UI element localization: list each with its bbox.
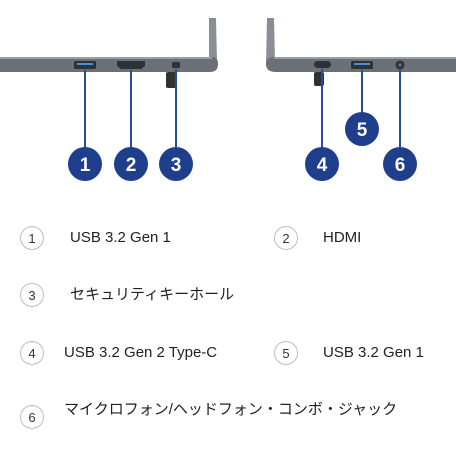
port-diagram: 1 2 3 4 5 6 <box>0 18 456 181</box>
left-foot <box>166 72 176 88</box>
right-base-highlight <box>274 57 456 59</box>
marker-3: 3 <box>159 147 193 181</box>
audio-jack-inner <box>398 63 402 67</box>
legend-item: 1 USB 3.2 Gen 1 <box>20 223 171 253</box>
security-slot <box>172 62 180 68</box>
marker-6: 6 <box>383 147 417 181</box>
legend-label: USB 3.2 Gen 1 <box>70 229 171 246</box>
legend-item: 5 USB 3.2 Gen 1 <box>274 338 424 368</box>
marker-2-label: 2 <box>126 155 137 176</box>
marker-5-label: 5 <box>357 120 368 141</box>
marker-1-label: 1 <box>80 155 91 176</box>
legend-item: 6 マイクロフォン/ヘッドフォン・コンボ・ジャック <box>20 399 444 429</box>
legend-item: 2 HDMI <box>274 223 361 253</box>
leader-lines <box>84 69 401 148</box>
marker-4: 4 <box>305 147 339 181</box>
legend-number: 6 <box>20 405 44 429</box>
legend-item: 4 USB 3.2 Gen 2 Type-C <box>20 338 217 368</box>
legend-number: 3 <box>20 283 44 307</box>
usb-a-port-right-tongue <box>354 63 370 65</box>
laptop-left-side <box>0 18 218 88</box>
legend-label: USB 3.2 Gen 2 Type-C <box>64 344 218 361</box>
legend-label: HDMI <box>323 229 362 246</box>
laptop-right-side <box>266 18 456 86</box>
left-base-highlight <box>0 57 212 59</box>
marker-2: 2 <box>114 147 148 181</box>
legend-item: 3 セキュリティキーホール <box>20 280 234 310</box>
legend-label: マイクロフォン/ヘッドフォン・コンボ・ジャック <box>64 401 398 418</box>
usb-c-port <box>314 61 331 68</box>
right-lid <box>266 18 275 64</box>
left-base <box>0 57 218 72</box>
marker-3-label: 3 <box>171 155 182 176</box>
left-lid <box>209 18 217 64</box>
marker-5: 5 <box>345 112 379 146</box>
marker-6-label: 6 <box>395 155 406 176</box>
legend-label: セキュリティキーホール <box>70 286 235 303</box>
legend-number: 5 <box>274 341 298 365</box>
marker-1: 1 <box>68 147 102 181</box>
legend-number: 4 <box>20 341 44 365</box>
legend-number: 1 <box>20 226 44 250</box>
legend-number: 2 <box>274 226 298 250</box>
marker-4-label: 4 <box>317 155 328 176</box>
legend-label: USB 3.2 Gen 1 <box>323 344 424 361</box>
usb-a-port-left-tongue <box>77 63 93 65</box>
hdmi-port <box>117 61 145 69</box>
